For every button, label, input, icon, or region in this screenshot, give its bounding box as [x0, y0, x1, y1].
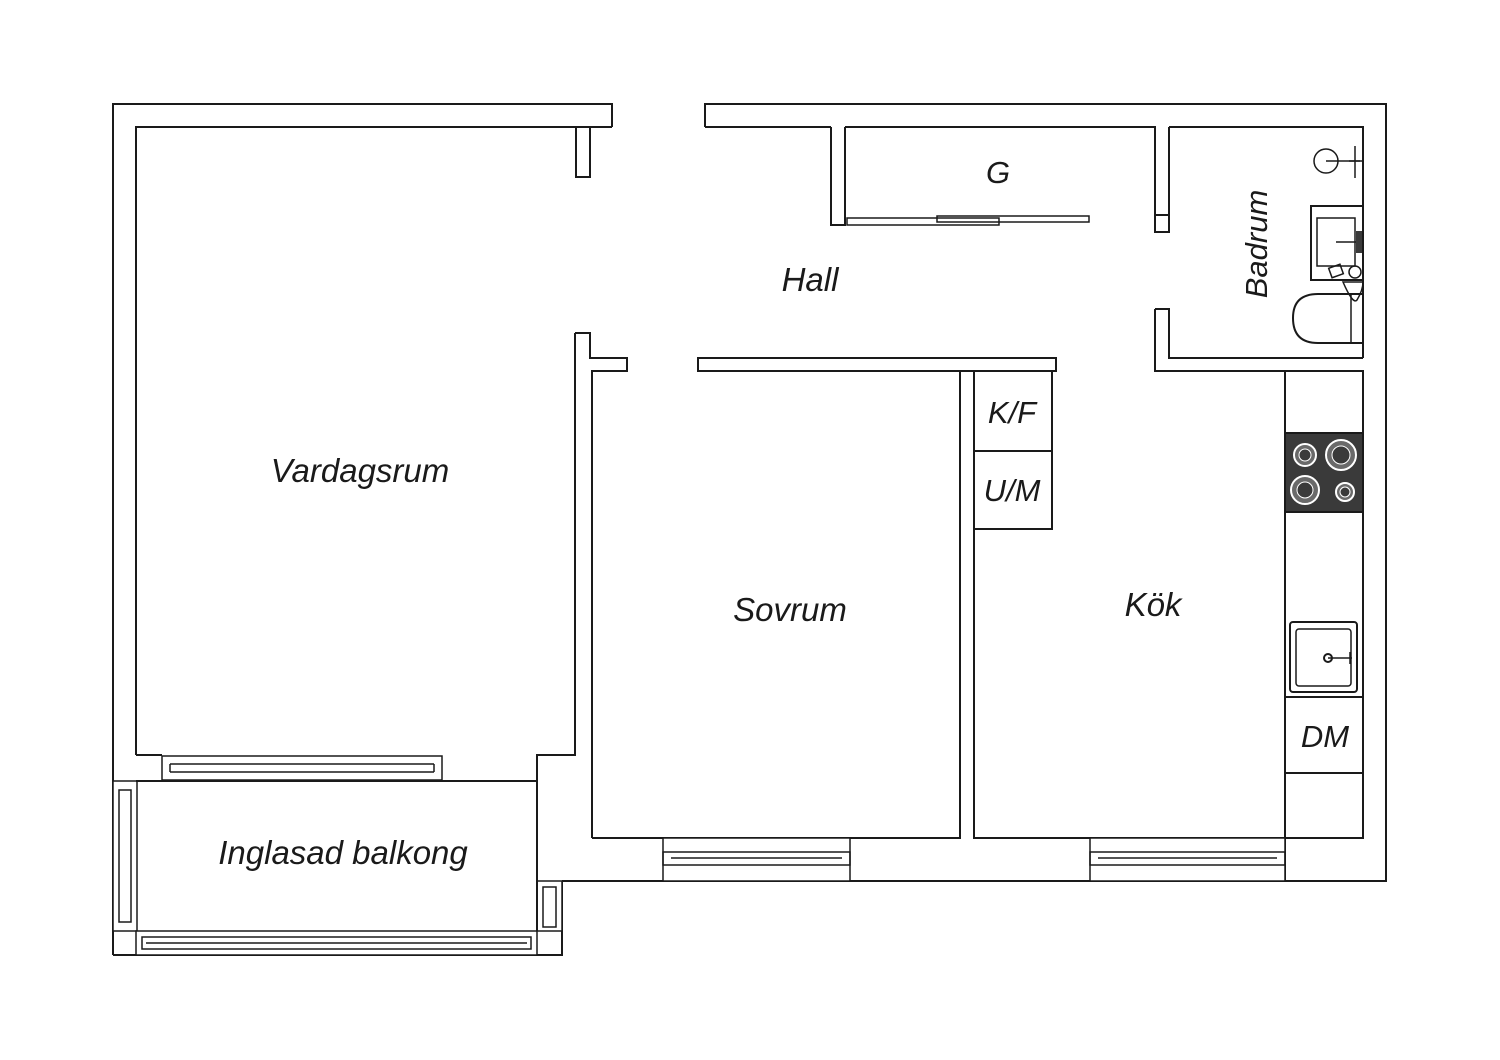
fridge-freezer-units [973, 370, 1053, 530]
vardagsrum-walls [135, 126, 628, 930]
label-hall: Hall [782, 261, 841, 298]
outer-walls [112, 103, 1387, 956]
garderob-walls [830, 126, 1170, 233]
washbasin-icon [1310, 205, 1364, 281]
balcony-glazing [112, 780, 563, 956]
shower-icon [1313, 146, 1363, 178]
label-sovrum: Sovrum [733, 591, 847, 628]
label-vardagsrum: Vardagsrum [271, 452, 450, 489]
inner-walls [592, 357, 1364, 881]
badrum-walls [1154, 308, 1363, 372]
window-sovrum [662, 837, 851, 882]
window-vardagsrum [161, 755, 443, 781]
label-dm: DM [1301, 719, 1349, 754]
stove-icon [1284, 432, 1364, 513]
window-kok [1089, 837, 1286, 882]
label-garderob: G [986, 155, 1010, 190]
sink-icon [1289, 621, 1358, 693]
bathtub-icon [1291, 293, 1363, 344]
toilet-icon [1327, 263, 1364, 302]
label-balkong: Inglasad balkong [218, 834, 468, 871]
label-badrum: Badrum [1239, 190, 1274, 299]
label-kf: K/F [988, 395, 1038, 430]
label-kok: Kök [1125, 586, 1183, 623]
label-um: U/M [984, 473, 1041, 508]
